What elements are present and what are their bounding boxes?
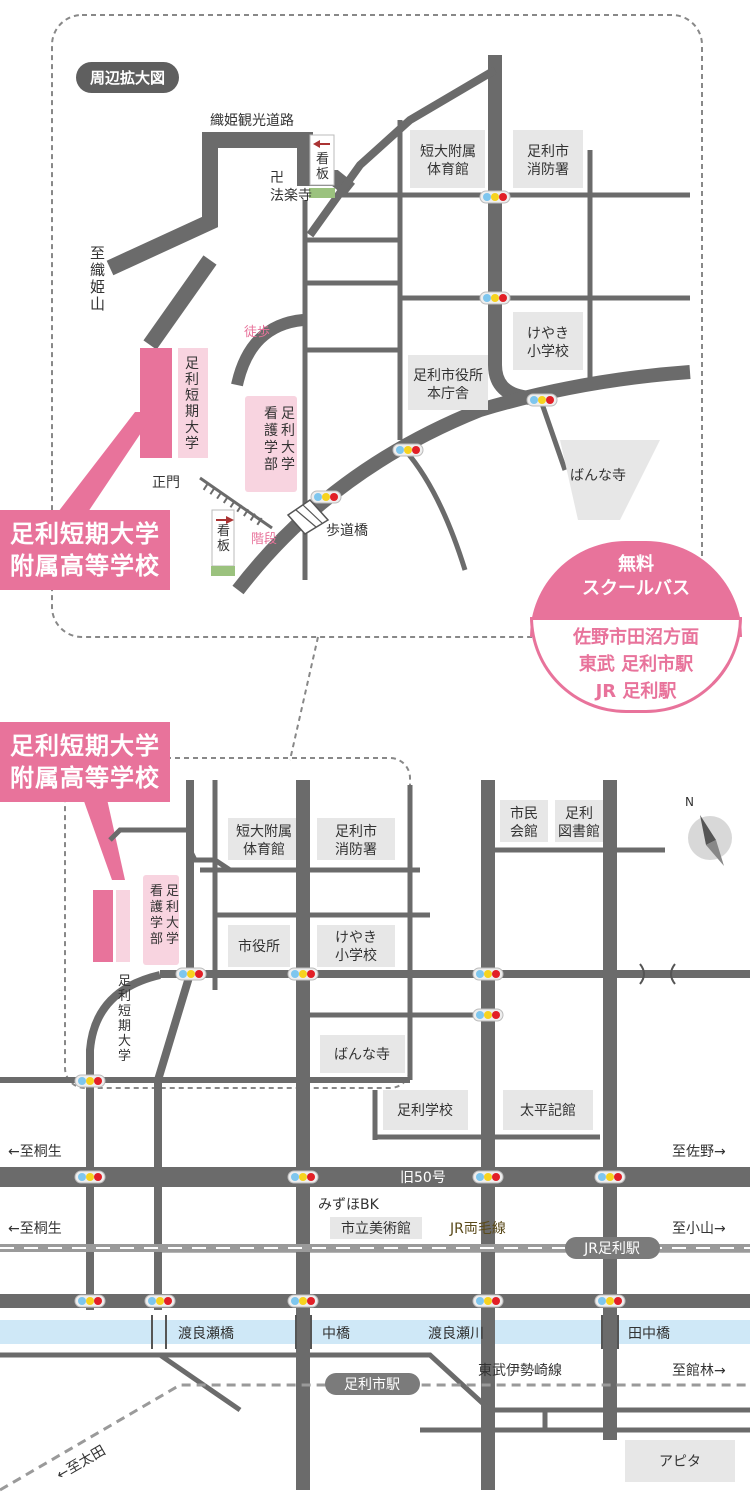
label-north: N: [685, 795, 694, 809]
label-sign-top: 看板: [316, 151, 329, 182]
callout-pointer-top: [58, 412, 155, 512]
bus-dest3: JR 足利駅: [595, 681, 677, 702]
label-taihei: 太平記館: [520, 1102, 576, 1119]
label-fire-top: 足利市消防署: [527, 143, 569, 178]
label-walking: 徒歩: [244, 325, 270, 340]
nursing-block: [143, 875, 179, 965]
label-museum: 市立美術館: [341, 1220, 411, 1237]
stairs-mark: [199, 476, 273, 530]
free-school-bus-badge: 無料 スクールバス 佐野市田沼方面 東武 足利市駅 JR 足利駅: [530, 541, 742, 713]
label-to-sano: 至佐野→: [672, 1144, 726, 1160]
label-civic-center: 市民会館: [510, 805, 538, 840]
gym-block-top: [410, 130, 485, 188]
label-banna-top: ばんな寺: [570, 468, 626, 484]
label-library: 足利図書館: [558, 806, 600, 840]
compass-icon: [688, 815, 732, 866]
keyaki-block: [317, 925, 395, 967]
callout-pointer-bottom: [80, 790, 125, 880]
bus-dest1: 佐野市田沼方面: [573, 627, 699, 648]
tobu-rail: [0, 1383, 750, 1492]
school-name-line2-b: 附属高等学校: [10, 764, 160, 792]
sign-top-post: [309, 188, 335, 198]
cityhall-block-top: [408, 355, 488, 410]
label-ashikaga-school: 足利学校: [397, 1102, 453, 1119]
college-building: [93, 890, 113, 962]
label-banna: ばんな寺: [334, 1047, 390, 1063]
connector-line: [289, 636, 319, 761]
label-mizuho: みずほBK: [318, 1197, 380, 1213]
library-block: [555, 800, 603, 842]
label-tanaka-bridge: 田中橋: [628, 1326, 670, 1342]
label-to-orihime: 至織姫山: [90, 244, 105, 313]
label-fire: 足利市消防署: [335, 823, 377, 858]
label-stairs: 階段: [251, 532, 277, 547]
college-label-bg-top: [178, 348, 208, 458]
jr-station-pill: [565, 1237, 660, 1259]
label-to-kiryu-2: ←至桐生: [8, 1221, 62, 1237]
cityhall-block: [228, 925, 290, 967]
bus-line2: スクールバス: [582, 578, 690, 599]
label-to-oyama: 至小山→: [672, 1221, 726, 1237]
keyaki-block-top: [513, 312, 583, 370]
enlarged-map-frame: [51, 14, 703, 638]
top-roads: [106, 55, 691, 595]
label-gym-top: 短大附属体育館: [420, 144, 476, 178]
fire-block: [317, 818, 395, 860]
label-apita: アピタ: [659, 1454, 701, 1470]
label-nursing: 足利大学看護学部: [150, 883, 179, 947]
label-footbridge: 歩道橋: [326, 523, 368, 539]
label-watarase-bridge: 渡良瀬橋: [178, 1326, 234, 1342]
taihei-block: [503, 1090, 593, 1130]
label-orihime-road: 織姫観光道路: [210, 112, 294, 129]
tobu-station-pill: [325, 1373, 420, 1395]
label-to-ota: ←至太田: [54, 1443, 109, 1484]
label-gym: 短大附属体育館: [236, 824, 292, 858]
bus-dest2: 東武 足利市駅: [578, 654, 694, 675]
label-to-tatebayashi: 至館林→: [672, 1362, 726, 1379]
ashikaga-school-block: [383, 1090, 468, 1130]
school-name-callout-top: 足利短期大学 附属高等学校: [0, 510, 170, 590]
label-watarase-river: 渡良瀬川: [428, 1326, 484, 1342]
label-horakuji: 卍法楽寺: [270, 170, 312, 204]
label-college-top: 足利短期大学: [185, 356, 199, 452]
fire-block-top: [513, 130, 583, 188]
school-name-line1-b: 足利短期大学: [10, 732, 160, 760]
civic-block: [500, 800, 548, 842]
label-tobu-line: 東武伊勢崎線: [478, 1363, 562, 1379]
banna-block: [320, 1035, 405, 1073]
school-name-callout-bottom: 足利短期大学 附属高等学校: [0, 722, 170, 802]
label-nursing-top: 足利大学看護学部: [264, 406, 295, 473]
bridge-icon: [639, 963, 676, 985]
sign-bottom-post: [211, 566, 235, 576]
school-name-line2: 附属高等学校: [10, 552, 160, 580]
traffic-lights-bottom: [74, 967, 626, 1308]
label-to-kiryu-1: ←至桐生: [8, 1144, 62, 1160]
label-tobu-station: 足利市駅: [344, 1376, 400, 1393]
label-jr-line: JR両毛線: [449, 1221, 506, 1237]
label-cityhall: 市役所: [238, 938, 280, 955]
gym-block: [228, 818, 300, 860]
label-college: 足利短期大学: [118, 974, 131, 1064]
label-naka-bridge: 中橋: [322, 1326, 350, 1342]
label-keyaki: けやき小学校: [335, 930, 377, 964]
college-building-top: [140, 348, 172, 458]
nursing-block-top: [245, 396, 297, 492]
apita-block: [625, 1440, 735, 1482]
footbridge-mark: [286, 499, 330, 535]
map-title: 周辺拡大図: [76, 62, 180, 93]
school-name-line1: 足利短期大学: [10, 520, 160, 548]
banna-block-top: [560, 440, 660, 520]
label-route50: 旧50号: [400, 1170, 446, 1186]
bus-destinations: 佐野市田沼方面 東武 足利市駅 JR 足利駅: [530, 617, 742, 713]
college-annex: [116, 890, 130, 962]
label-keyaki-top: けやき小学校: [527, 326, 569, 360]
label-sign-bottom: 看板: [217, 523, 230, 554]
traffic-lights-top: [310, 190, 558, 504]
label-cityhall-top: 足利市役所本庁舎: [413, 367, 483, 402]
bus-line1: 無料: [618, 554, 654, 575]
label-main-gate: 正門: [152, 475, 180, 491]
watarase-river: [0, 1320, 750, 1344]
label-jr-station: JR足利駅: [583, 1241, 640, 1257]
